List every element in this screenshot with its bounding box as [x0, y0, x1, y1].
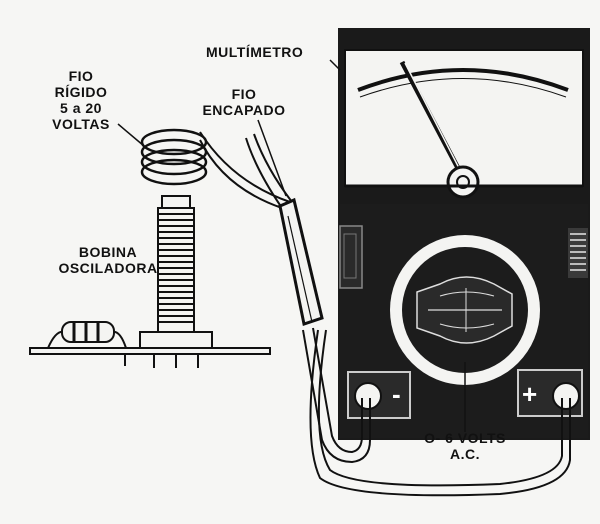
- label-range-line2: A.C.: [450, 446, 480, 462]
- negative-sign: -: [392, 379, 401, 409]
- label-bobina-line1: BOBINA: [78, 244, 138, 260]
- insulated-wire: [199, 131, 324, 326]
- label-fio-encapado-line1: FIO: [231, 86, 257, 102]
- left-slot: [339, 225, 363, 289]
- fio-rigido-pointer: [117, 123, 145, 147]
- multimetro-pointer: [329, 59, 341, 71]
- label-multimetro: MULTÍMETRO: [206, 44, 304, 60]
- label-range: O- 6 VOLTS A.C.: [410, 430, 520, 462]
- negative-terminal: [347, 371, 411, 419]
- zero-adjust-knob: [568, 228, 588, 278]
- positive-sign: +: [522, 379, 538, 409]
- probe-coil: [140, 128, 208, 186]
- label-range-line1: O- 6 VOLTS: [424, 430, 506, 446]
- label-fio-encapado-line2: ENCAPADO: [202, 102, 286, 118]
- label-bobina-line2: OSCILADORA: [58, 260, 158, 276]
- selector-dial: [390, 235, 540, 385]
- label-fio-rigido-line4: VOLTAS: [52, 116, 110, 132]
- encapado-pointer: [257, 119, 287, 197]
- circuit-board: [29, 195, 271, 368]
- label-fio-rigido-line3: 5 a 20: [60, 100, 102, 116]
- positive-terminal: [517, 369, 583, 417]
- multimeter: [338, 28, 590, 440]
- label-fio-rigido-line2: RÍGIDO: [54, 84, 108, 100]
- meter-scale-inner: [359, 78, 567, 98]
- meter-needle: [399, 60, 463, 174]
- meter-scale: [357, 68, 569, 92]
- label-fio-rigido-line1: FIO: [68, 68, 94, 84]
- label-bobina: BOBINA OSCILADORA: [58, 244, 158, 276]
- oscillator-coil: [139, 195, 213, 368]
- test-leads: [302, 327, 571, 497]
- label-fio-encapado: FIO ENCAPADO: [200, 86, 288, 118]
- meter-window: [344, 49, 584, 187]
- label-fio-rigido: FIO RÍGIDO 5 a 20 VOLTAS: [42, 68, 120, 132]
- resistor: [47, 321, 127, 366]
